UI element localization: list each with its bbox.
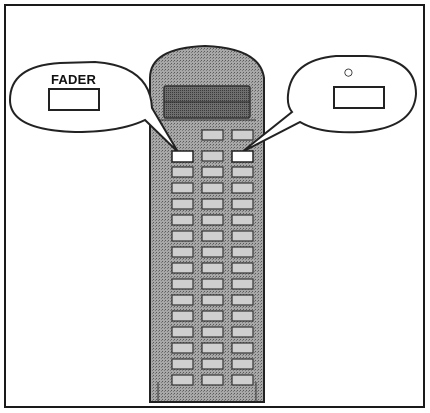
- remote-key[interactable]: [171, 182, 194, 194]
- remote-key[interactable]: [201, 150, 224, 162]
- remote-key[interactable]: [201, 129, 224, 141]
- remote-button-grid: [171, 129, 254, 386]
- circle-button-enlarged[interactable]: [333, 86, 385, 109]
- remote-key[interactable]: [201, 294, 224, 306]
- circle-label: ○: [343, 62, 355, 82]
- remote-key[interactable]: [171, 262, 194, 274]
- remote-key[interactable]: [171, 278, 194, 290]
- remote-key[interactable]: [231, 166, 254, 178]
- remote-key[interactable]: [171, 326, 194, 338]
- remote-key[interactable]: [171, 166, 194, 178]
- remote-key[interactable]: [201, 262, 224, 274]
- remote-key[interactable]: [171, 374, 194, 386]
- remote-key[interactable]: [231, 198, 254, 210]
- remote-key[interactable]: [171, 294, 194, 306]
- fader-button-enlarged[interactable]: [48, 88, 100, 111]
- remote-key[interactable]: [171, 310, 194, 322]
- circle-button[interactable]: [231, 150, 254, 163]
- remote-key[interactable]: [231, 310, 254, 322]
- remote-key[interactable]: [231, 246, 254, 258]
- remote-key[interactable]: [201, 230, 224, 242]
- remote-key[interactable]: [231, 374, 254, 386]
- remote-key[interactable]: [201, 214, 224, 226]
- remote-key[interactable]: [201, 198, 224, 210]
- remote-key[interactable]: [231, 230, 254, 242]
- remote-key[interactable]: [201, 374, 224, 386]
- remote-key[interactable]: [201, 246, 224, 258]
- remote-key[interactable]: [201, 358, 224, 370]
- remote-key[interactable]: [201, 326, 224, 338]
- remote-key[interactable]: [201, 342, 224, 354]
- remote-key[interactable]: [231, 129, 254, 141]
- remote-key[interactable]: [231, 262, 254, 274]
- fader-button[interactable]: [171, 150, 194, 163]
- remote-key[interactable]: [231, 358, 254, 370]
- remote-key[interactable]: [171, 358, 194, 370]
- remote-key[interactable]: [201, 166, 224, 178]
- remote-key[interactable]: [231, 326, 254, 338]
- circle-callout: [241, 55, 418, 153]
- fader-label: FADER: [51, 72, 97, 87]
- remote-key[interactable]: [231, 294, 254, 306]
- remote-key[interactable]: [201, 182, 224, 194]
- remote-key[interactable]: [171, 246, 194, 258]
- remote-key[interactable]: [231, 182, 254, 194]
- remote-key[interactable]: [231, 342, 254, 354]
- remote-key[interactable]: [201, 310, 224, 322]
- remote-key[interactable]: [201, 278, 224, 290]
- remote-key[interactable]: [171, 230, 194, 242]
- remote-key[interactable]: [171, 214, 194, 226]
- remote-key[interactable]: [171, 198, 194, 210]
- remote-key[interactable]: [171, 342, 194, 354]
- remote-key[interactable]: [231, 278, 254, 290]
- remote-key[interactable]: [231, 214, 254, 226]
